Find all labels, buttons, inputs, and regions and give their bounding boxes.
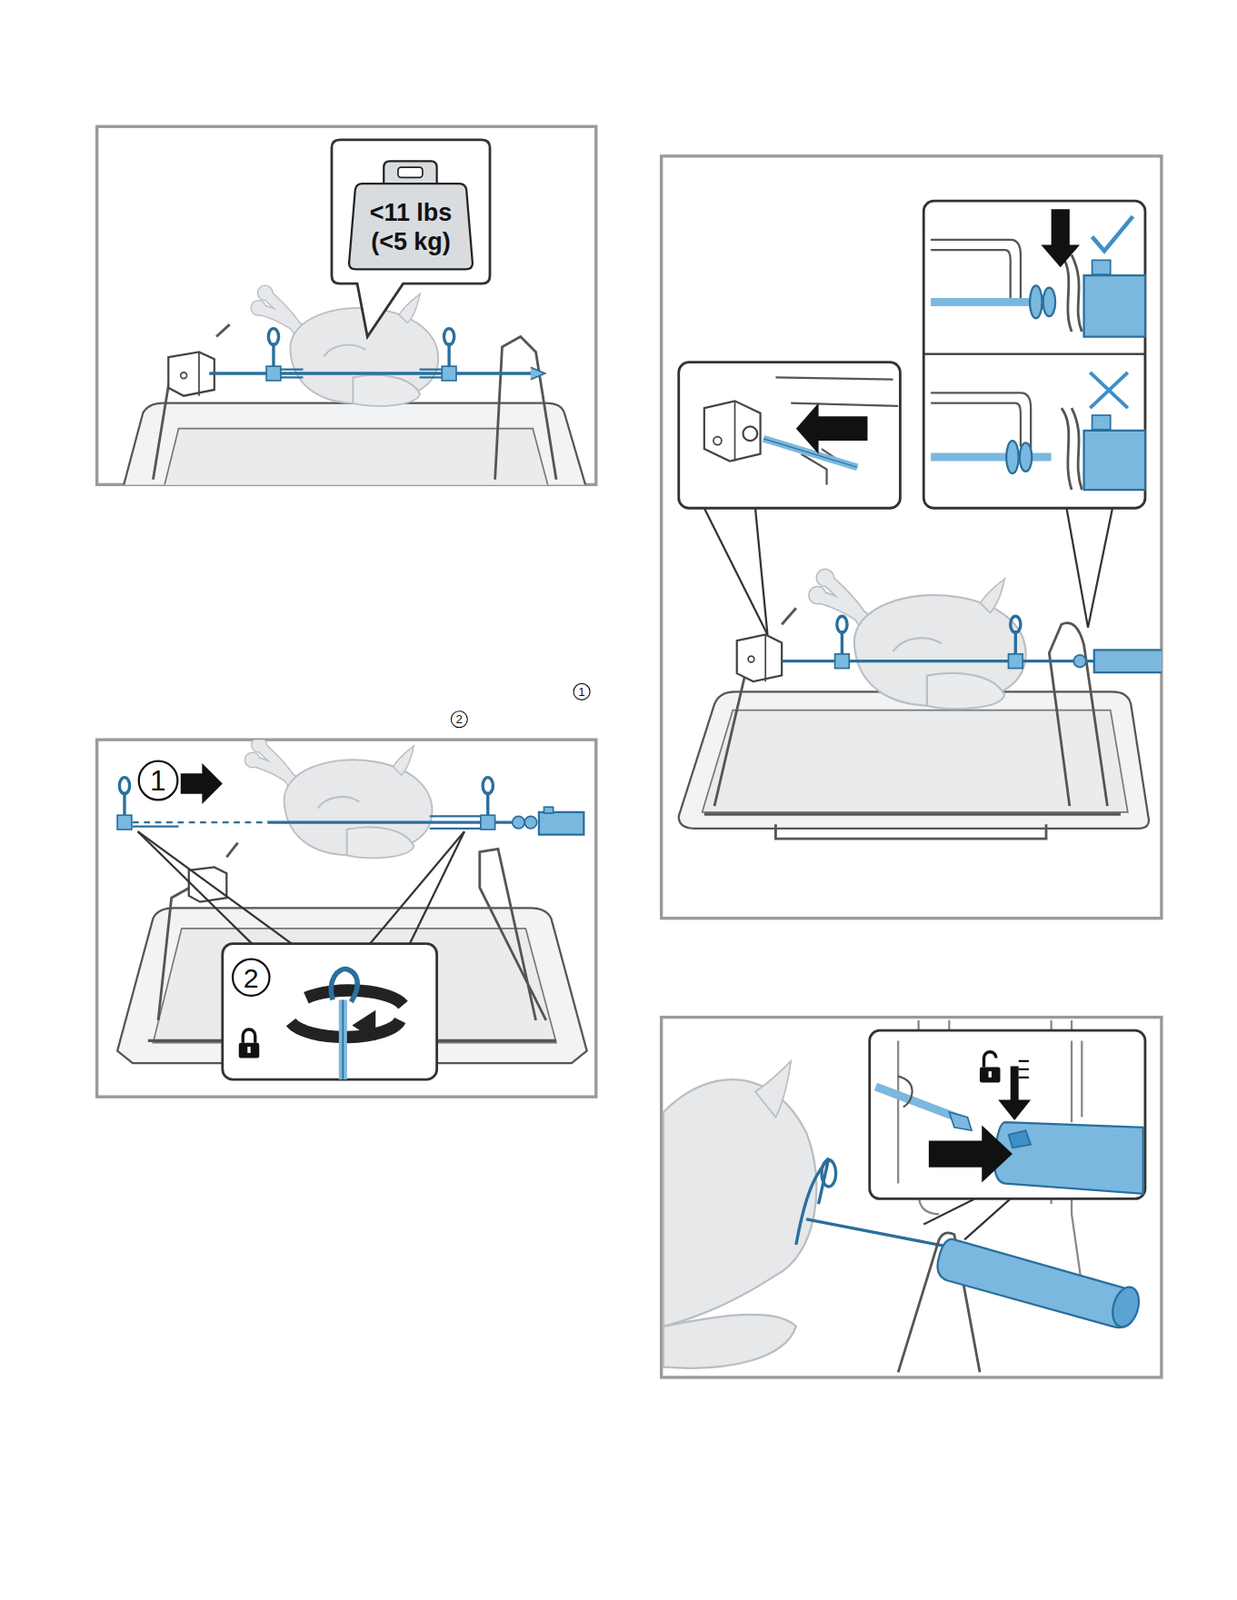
callout-number: 2 xyxy=(455,713,463,726)
step-number: 2 xyxy=(243,965,260,993)
weight-limit-icon: <11 lbs(<5 kg) xyxy=(351,186,469,269)
step-number: 1 xyxy=(149,767,166,796)
weight-text: (<5 kg) xyxy=(370,227,451,257)
weight-text: <11 lbs xyxy=(369,198,453,228)
callout-number: 1 xyxy=(578,686,586,699)
